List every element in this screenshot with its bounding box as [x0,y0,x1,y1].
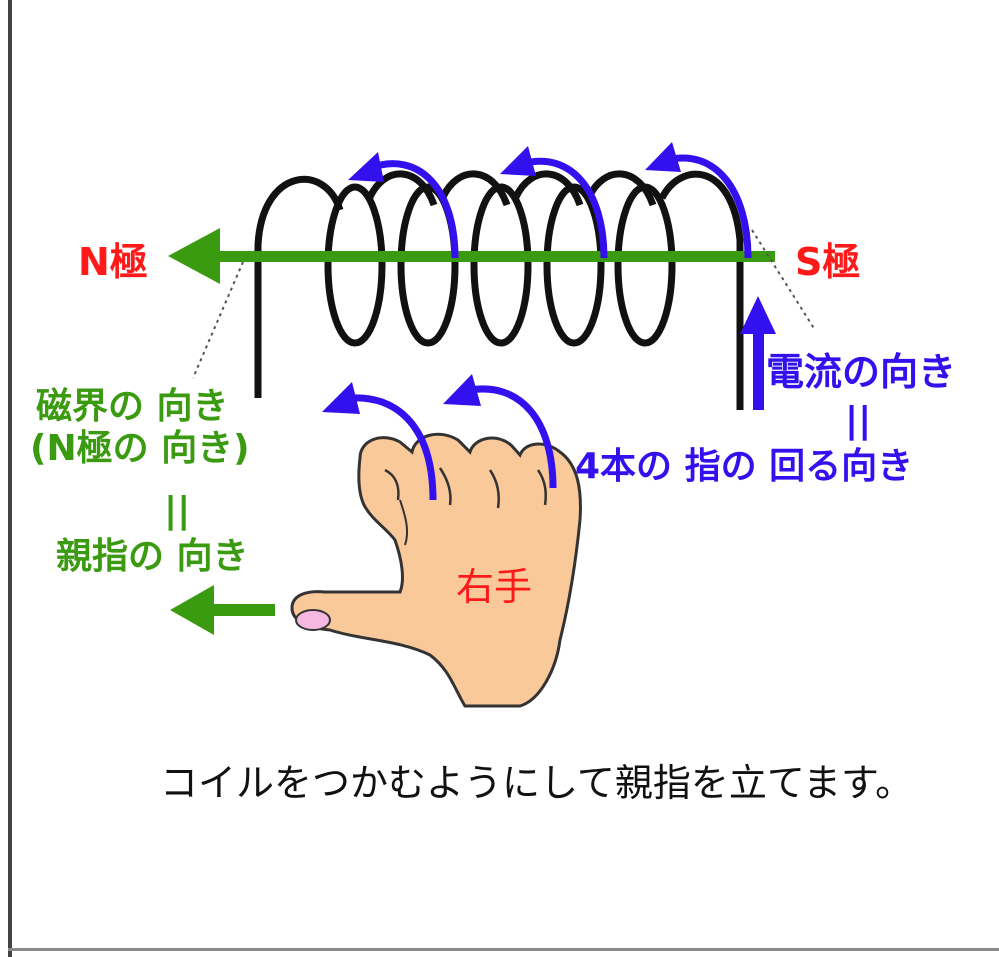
thumb-direction-arrow [170,585,275,635]
equals-mark-left: || [164,490,190,531]
leader-lines [192,229,816,379]
coil-right-lead [658,170,744,410]
coil-current-arrows [368,154,752,259]
arrowhead-icon [443,374,481,406]
coil-loop [397,183,459,347]
current-arrow-icon [666,154,752,259]
coil-loop [324,183,386,347]
coil-loop [543,183,605,347]
arrowhead-icon [645,142,681,172]
current-direction-arrow [740,296,776,410]
s-pole-label: S極 [795,240,860,284]
caption-text: コイルをつかむようにして親指を立てます。 [160,761,914,805]
window-bottom-border [8,948,999,951]
arrowhead-icon [500,146,536,176]
coil-top-arc [439,170,511,207]
right-hand-label: 右手 [456,565,532,609]
thumbnail [295,609,331,631]
n-pole-label: N極 [78,240,148,284]
coil-loop [470,183,532,347]
coil-top-arc [512,170,584,207]
coil-top-arc [585,170,657,207]
finger-curl-arrow-icon [469,385,557,489]
field-axis-arrow [168,228,775,284]
current-arrow-icon [368,160,459,259]
n-pole-direction-label: (N極の 向き) [30,428,250,469]
current-direction-label: 電流の向き [766,350,956,394]
coil [254,170,744,410]
finger-curl-arrows [349,385,557,501]
right-hand [290,432,582,708]
finger-rotation-label: 4本の 指の 回る向き [575,446,913,487]
window-left-border [8,0,12,957]
arrowhead-icon [348,152,384,182]
coil-left-lead [254,175,344,398]
thumb-direction-label: 親指の 向き [56,536,249,577]
magnetic-field-direction-label: 磁界の 向き [36,386,229,427]
arrowhead-icon [322,382,360,414]
right-hand-rule-diagram: N極 S極 電流の向き || 4本の 指の 回る向き 磁界の 向き (N極の 向… [30,142,956,708]
coil-top-arc [366,170,438,207]
equals-mark-right: || [845,400,871,441]
coil-loop [614,183,676,347]
finger-curl-arrow-icon [349,394,437,501]
current-arrow-icon [521,157,608,259]
